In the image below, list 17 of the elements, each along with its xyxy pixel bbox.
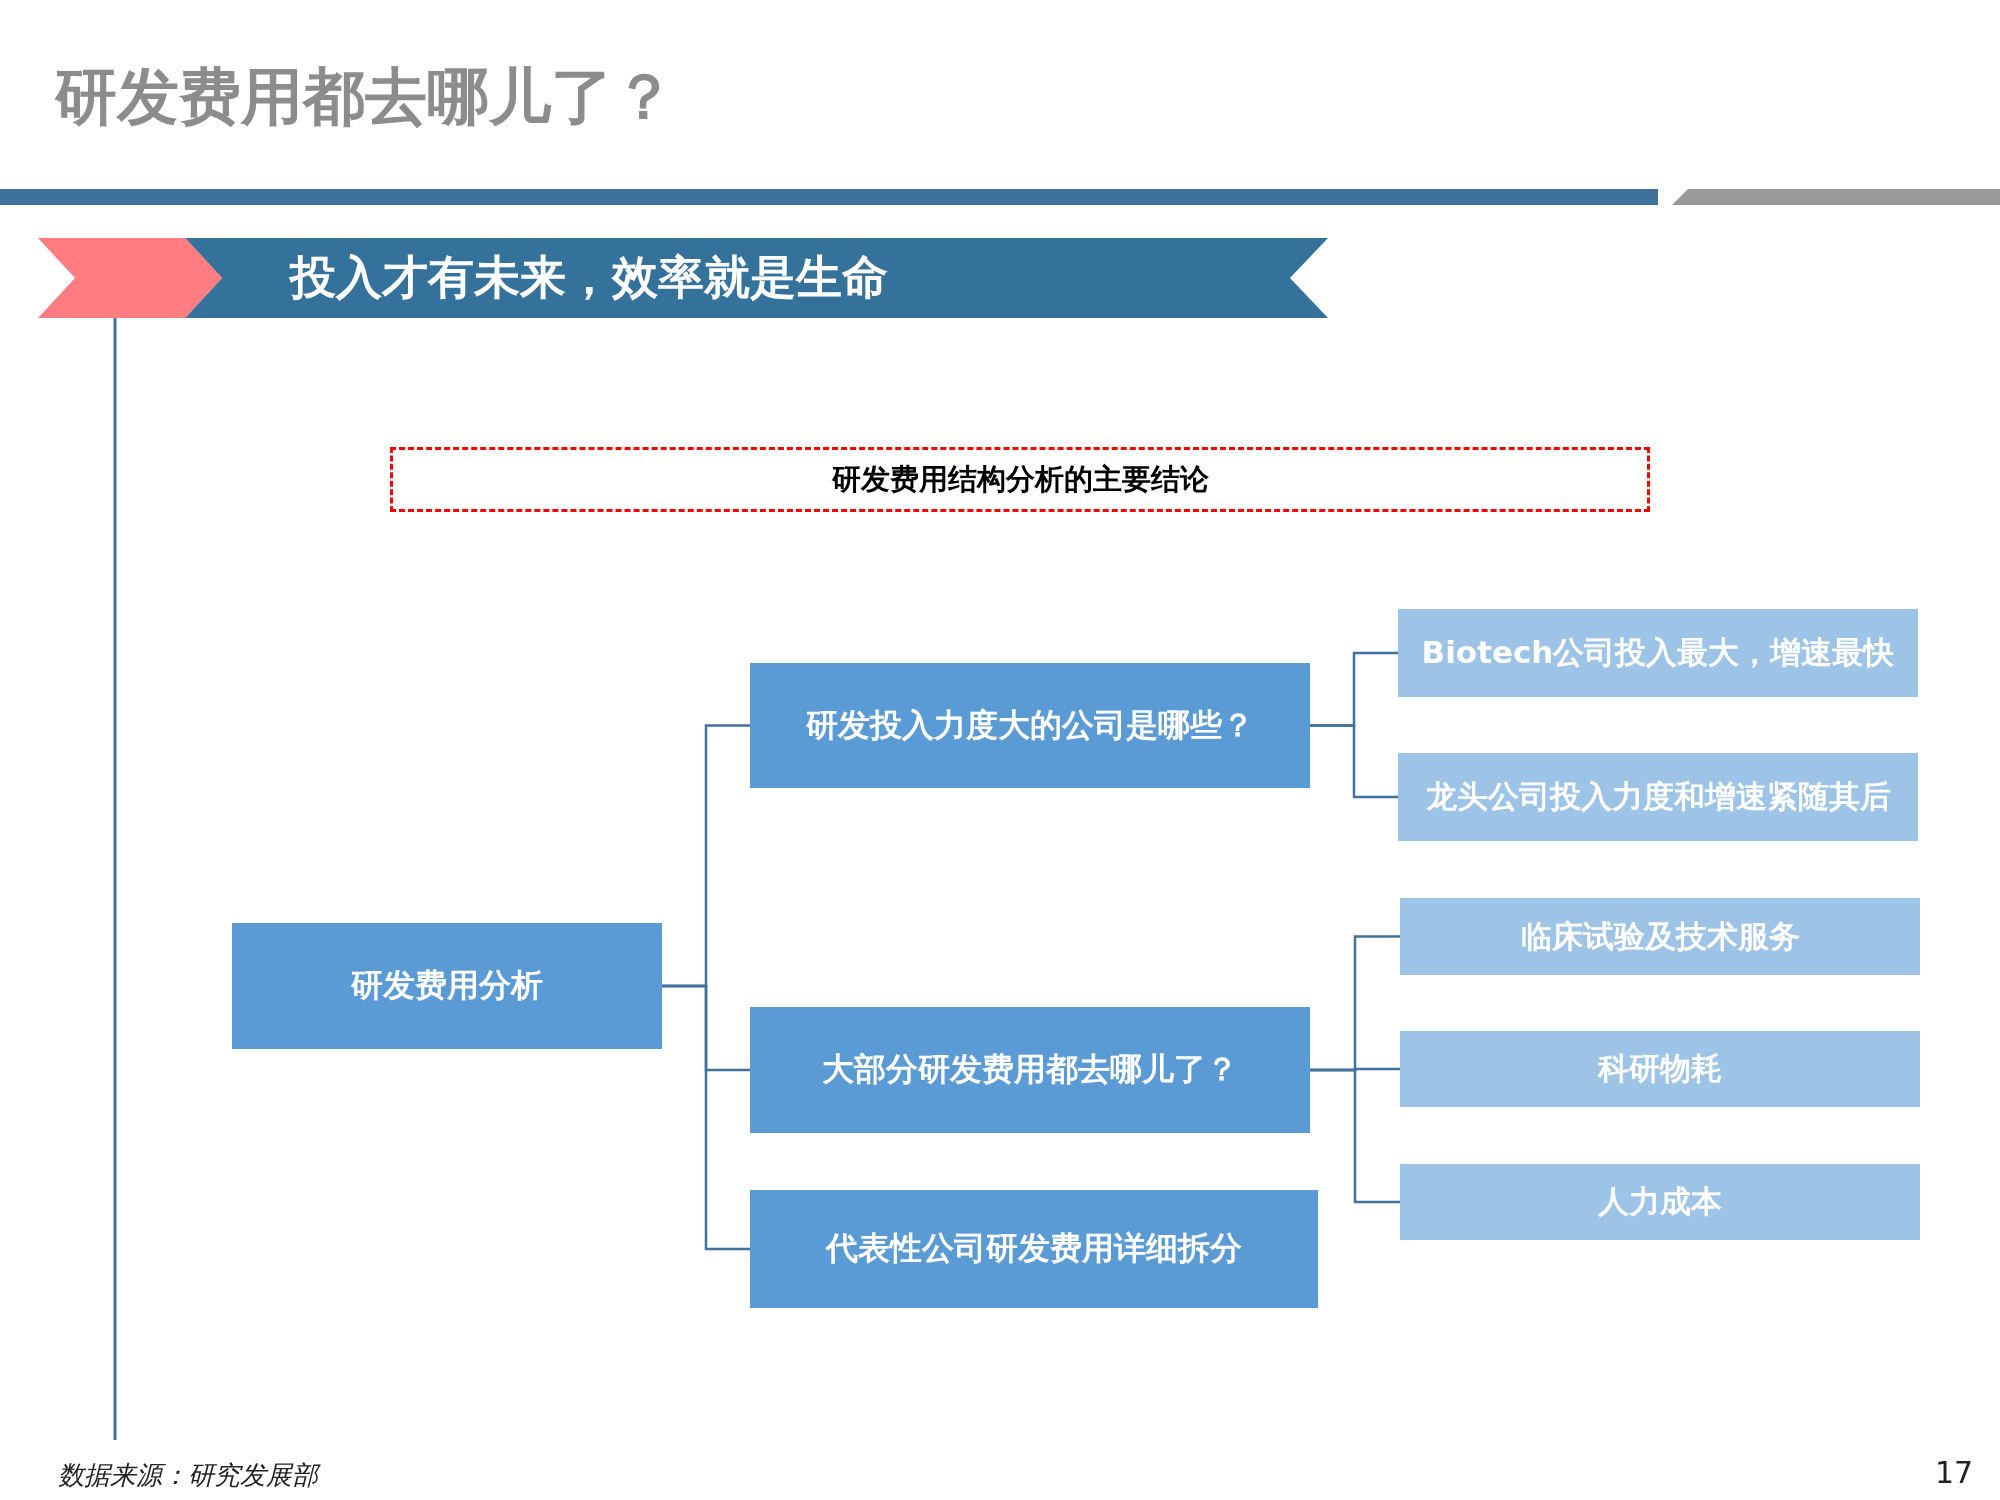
process-box: 研发投入力度大的公司是哪些？ [750, 663, 1310, 788]
process-box: 龙头公司投入力度和增速紧随其后 [1398, 753, 1918, 841]
process-box: 大部分研发费用都去哪儿了？ [750, 1007, 1310, 1133]
process-box: 人力成本 [1400, 1164, 1920, 1240]
process-box: 科研物耗 [1400, 1031, 1920, 1107]
page-title: 研发费用都去哪儿了？ [55, 59, 675, 135]
process-box: 代表性公司研发费用详细拆分 [750, 1190, 1318, 1308]
page-number: 17 [1935, 1455, 1974, 1490]
banner-text: 投入才有未来，效率就是生命 [290, 249, 888, 306]
connector-line [1310, 1068, 1400, 1204]
title-banner [38, 238, 1328, 318]
process-box: Biotech公司投入最大，增速最快 [1398, 609, 1918, 697]
connector-line [662, 984, 750, 1251]
connector-line [1310, 724, 1398, 799]
process-box: 临床试验及技术服务 [1400, 898, 1920, 975]
process-box: 研发费用分析 [232, 923, 662, 1049]
dashed-box: 研发费用结构分析的主要结论 [390, 447, 1650, 512]
